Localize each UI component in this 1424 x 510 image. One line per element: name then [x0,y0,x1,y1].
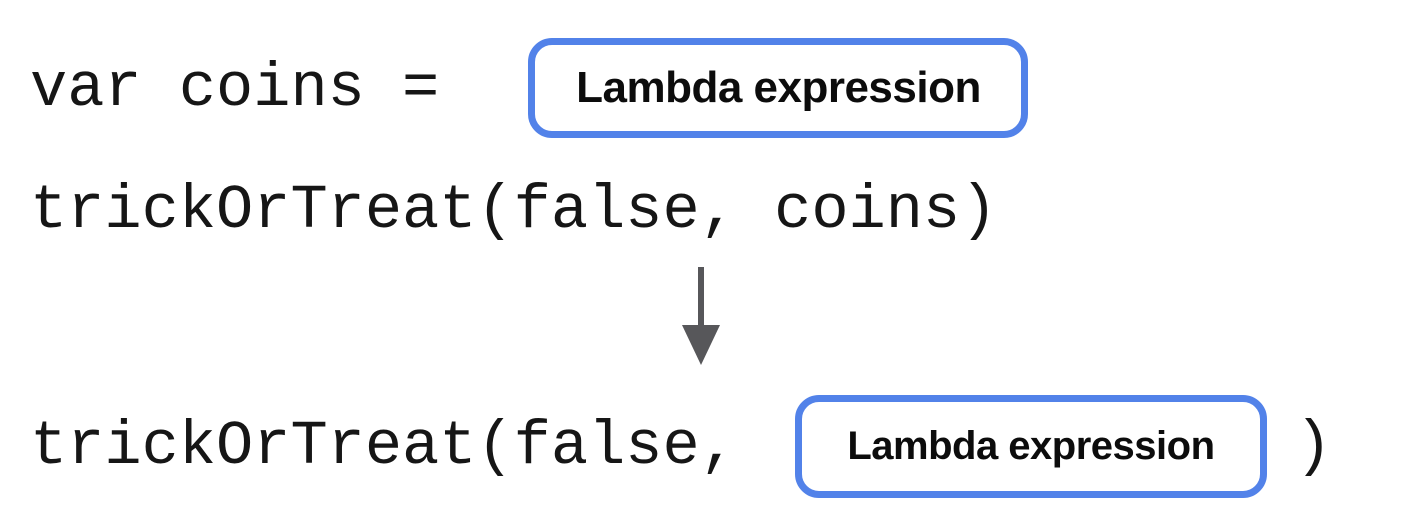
call-line-after: trickOrTreat(false, Lambda expression ) [30,395,1332,498]
lambda-expression-label-bottom: Lambda expression [847,424,1215,468]
code-call-suffix: ) [1294,411,1333,482]
code-call-with-coins: trickOrTreat(false, coins) [30,174,998,246]
code-var-declaration: var coins = [30,52,477,124]
code-call-prefix: trickOrTreat(false, [30,411,737,482]
lambda-expression-box-bottom: Lambda expression [794,395,1267,498]
lambda-expression-label-top: Lambda expression [576,63,981,112]
call-line-before: trickOrTreat(false, coins) [30,162,997,258]
declaration-line: var coins = Lambda expression [30,38,1029,138]
down-arrow-icon [682,267,720,365]
lambda-expression-box-top: Lambda expression [528,38,1029,138]
